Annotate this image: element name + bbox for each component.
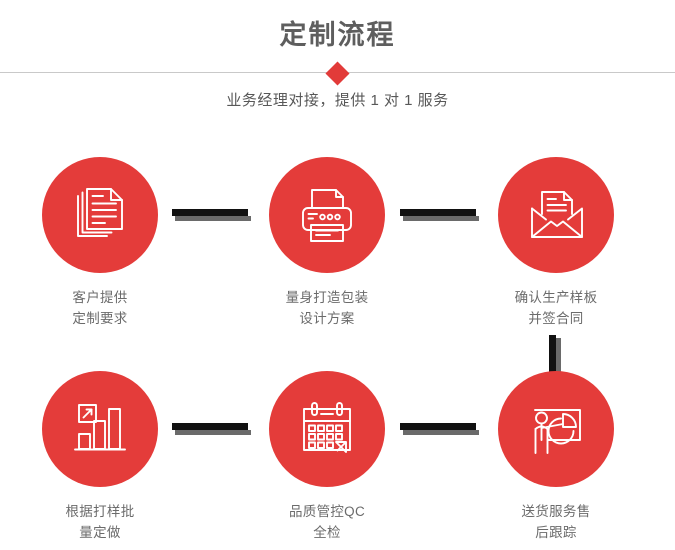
connector-bar (172, 423, 248, 430)
connector-bar (400, 209, 476, 216)
flow-step-6-circle (498, 371, 614, 487)
diamond-marker-icon (325, 60, 350, 86)
bar-chart-growth-icon (69, 398, 131, 460)
calendar-check-icon (296, 398, 358, 460)
header-divider (0, 60, 675, 86)
flow-step-2-circle (269, 157, 385, 273)
flow-step-2[interactable]: 量身打造包装 设计方案 (269, 157, 385, 329)
page-title: 定制流程 (279, 20, 396, 50)
connector-bar (549, 335, 556, 377)
flow-step-5-label: 品质管控QC 全检 (288, 504, 366, 540)
connector-step2-step3 (400, 209, 479, 221)
connector-shadow (556, 338, 561, 380)
flow-step-1-label: 客户提供 定制要求 (72, 290, 128, 326)
documents-stack-icon (69, 184, 131, 246)
flow-step-3-label: 确认生产样板 并签合同 (514, 290, 598, 326)
envelope-document-icon (525, 184, 587, 246)
flow-step-1[interactable]: 客户提供 定制要求 (42, 157, 158, 329)
flow-step-3[interactable]: 确认生产样板 并签合同 (498, 157, 614, 329)
connector-shadow (175, 216, 251, 221)
flow-step-6-label: 送货服务售 后跟踪 (521, 504, 591, 540)
flow-step-3-circle (498, 157, 614, 273)
connector-step5-step6 (400, 423, 479, 435)
flow-step-5-circle (269, 371, 385, 487)
connector-bar (172, 209, 248, 216)
flow-step-4-label: 根据打样批 量定做 (65, 504, 135, 540)
presentation-pie-chart-icon (525, 398, 587, 460)
flow-step-6[interactable]: 送货服务售 后跟踪 (498, 371, 614, 543)
connector-step4-step5 (172, 423, 251, 435)
flow-step-2-label: 量身打造包装 设计方案 (285, 290, 369, 326)
connector-shadow (403, 430, 479, 435)
connector-shadow (175, 430, 251, 435)
connector-step1-step2 (172, 209, 251, 221)
connector-bar (400, 423, 476, 430)
flow-step-4-circle (42, 371, 158, 487)
page-subtitle: 业务经理对接，提供 1 对 1 服务 (226, 92, 449, 109)
connector-shadow (403, 216, 479, 221)
flow-step-4[interactable]: 根据打样批 量定做 (42, 371, 158, 543)
flow-step-5[interactable]: 品质管控QC 全检 (269, 371, 385, 543)
flow-step-1-circle (42, 157, 158, 273)
printer-icon (296, 184, 358, 246)
connector-step3-step6 (549, 335, 561, 380)
